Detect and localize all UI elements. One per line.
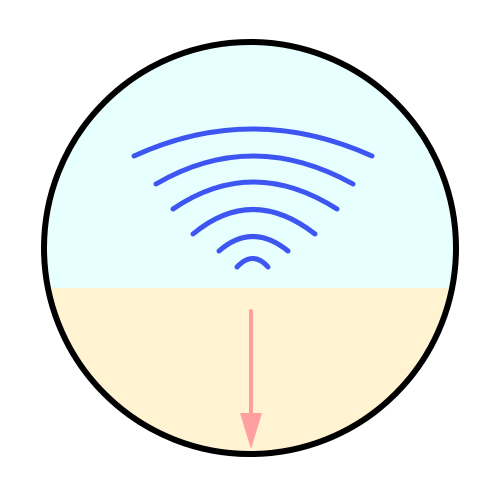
wave-arc-3 — [170, 179, 340, 212]
circle-outline — [41, 39, 459, 457]
wave-arc-2 — [153, 153, 356, 187]
wifi-signal-icon — [131, 126, 375, 270]
wave-arc-6 — [234, 256, 271, 270]
arrow-head — [240, 413, 262, 449]
wave-arc-4 — [190, 207, 318, 237]
wave-arc-5 — [216, 234, 291, 254]
wave-arc-1 — [131, 126, 375, 159]
arrow-down-icon — [240, 309, 262, 449]
